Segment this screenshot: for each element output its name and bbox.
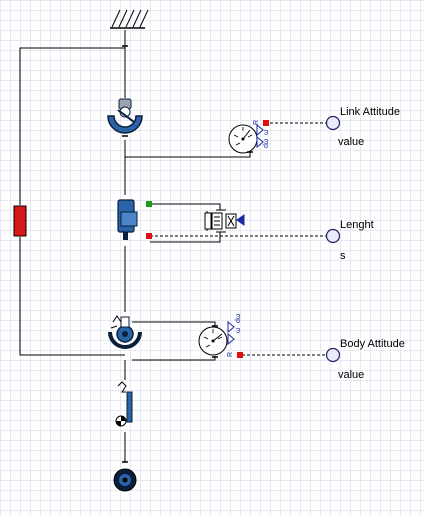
body-sensor-pin-r: R [227, 352, 234, 357]
rotation-sensor-icon[interactable] [228, 120, 269, 154]
body-joint-icon[interactable] [108, 315, 142, 349]
signal-lines [150, 122, 327, 356]
length-unit: s [340, 250, 346, 262]
body-sensor-pin-labels: R ω dω [227, 313, 242, 357]
link-sensor-pin-r: R [253, 120, 260, 125]
output-port-icon[interactable] [325, 347, 341, 363]
body-sensor-pin-w: ω [235, 327, 242, 333]
spring-damper-icon[interactable] [204, 209, 245, 233]
rotation-sensor-icon[interactable] [198, 320, 243, 358]
body-attitude-unit: value [338, 369, 365, 381]
link-sensor-pin-w: ω [263, 129, 270, 135]
link-sensor-pin-labels: R ω dω [253, 120, 270, 148]
point-mass-icon[interactable] [113, 461, 137, 492]
ground-fixed-icon[interactable] [110, 9, 149, 47]
output-port-icon[interactable] [325, 228, 341, 244]
body-sensor-pin-dw: dω [235, 313, 242, 323]
rigid-body-icon[interactable] [115, 381, 133, 427]
damper-icon[interactable] [13, 205, 27, 237]
length-label: Lenght [340, 219, 374, 231]
body-attitude-label: Body Attitude [340, 338, 405, 350]
wires [19, 30, 251, 462]
link-attitude-label: Link Attitude [340, 106, 400, 118]
output-port-icon[interactable] [325, 115, 341, 131]
prismatic-joint-icon[interactable] [117, 199, 152, 240]
link-attitude-unit: value [338, 136, 365, 148]
link-sensor-pin-dw: dω [263, 138, 270, 148]
revolute-joint-icon[interactable] [107, 98, 143, 137]
